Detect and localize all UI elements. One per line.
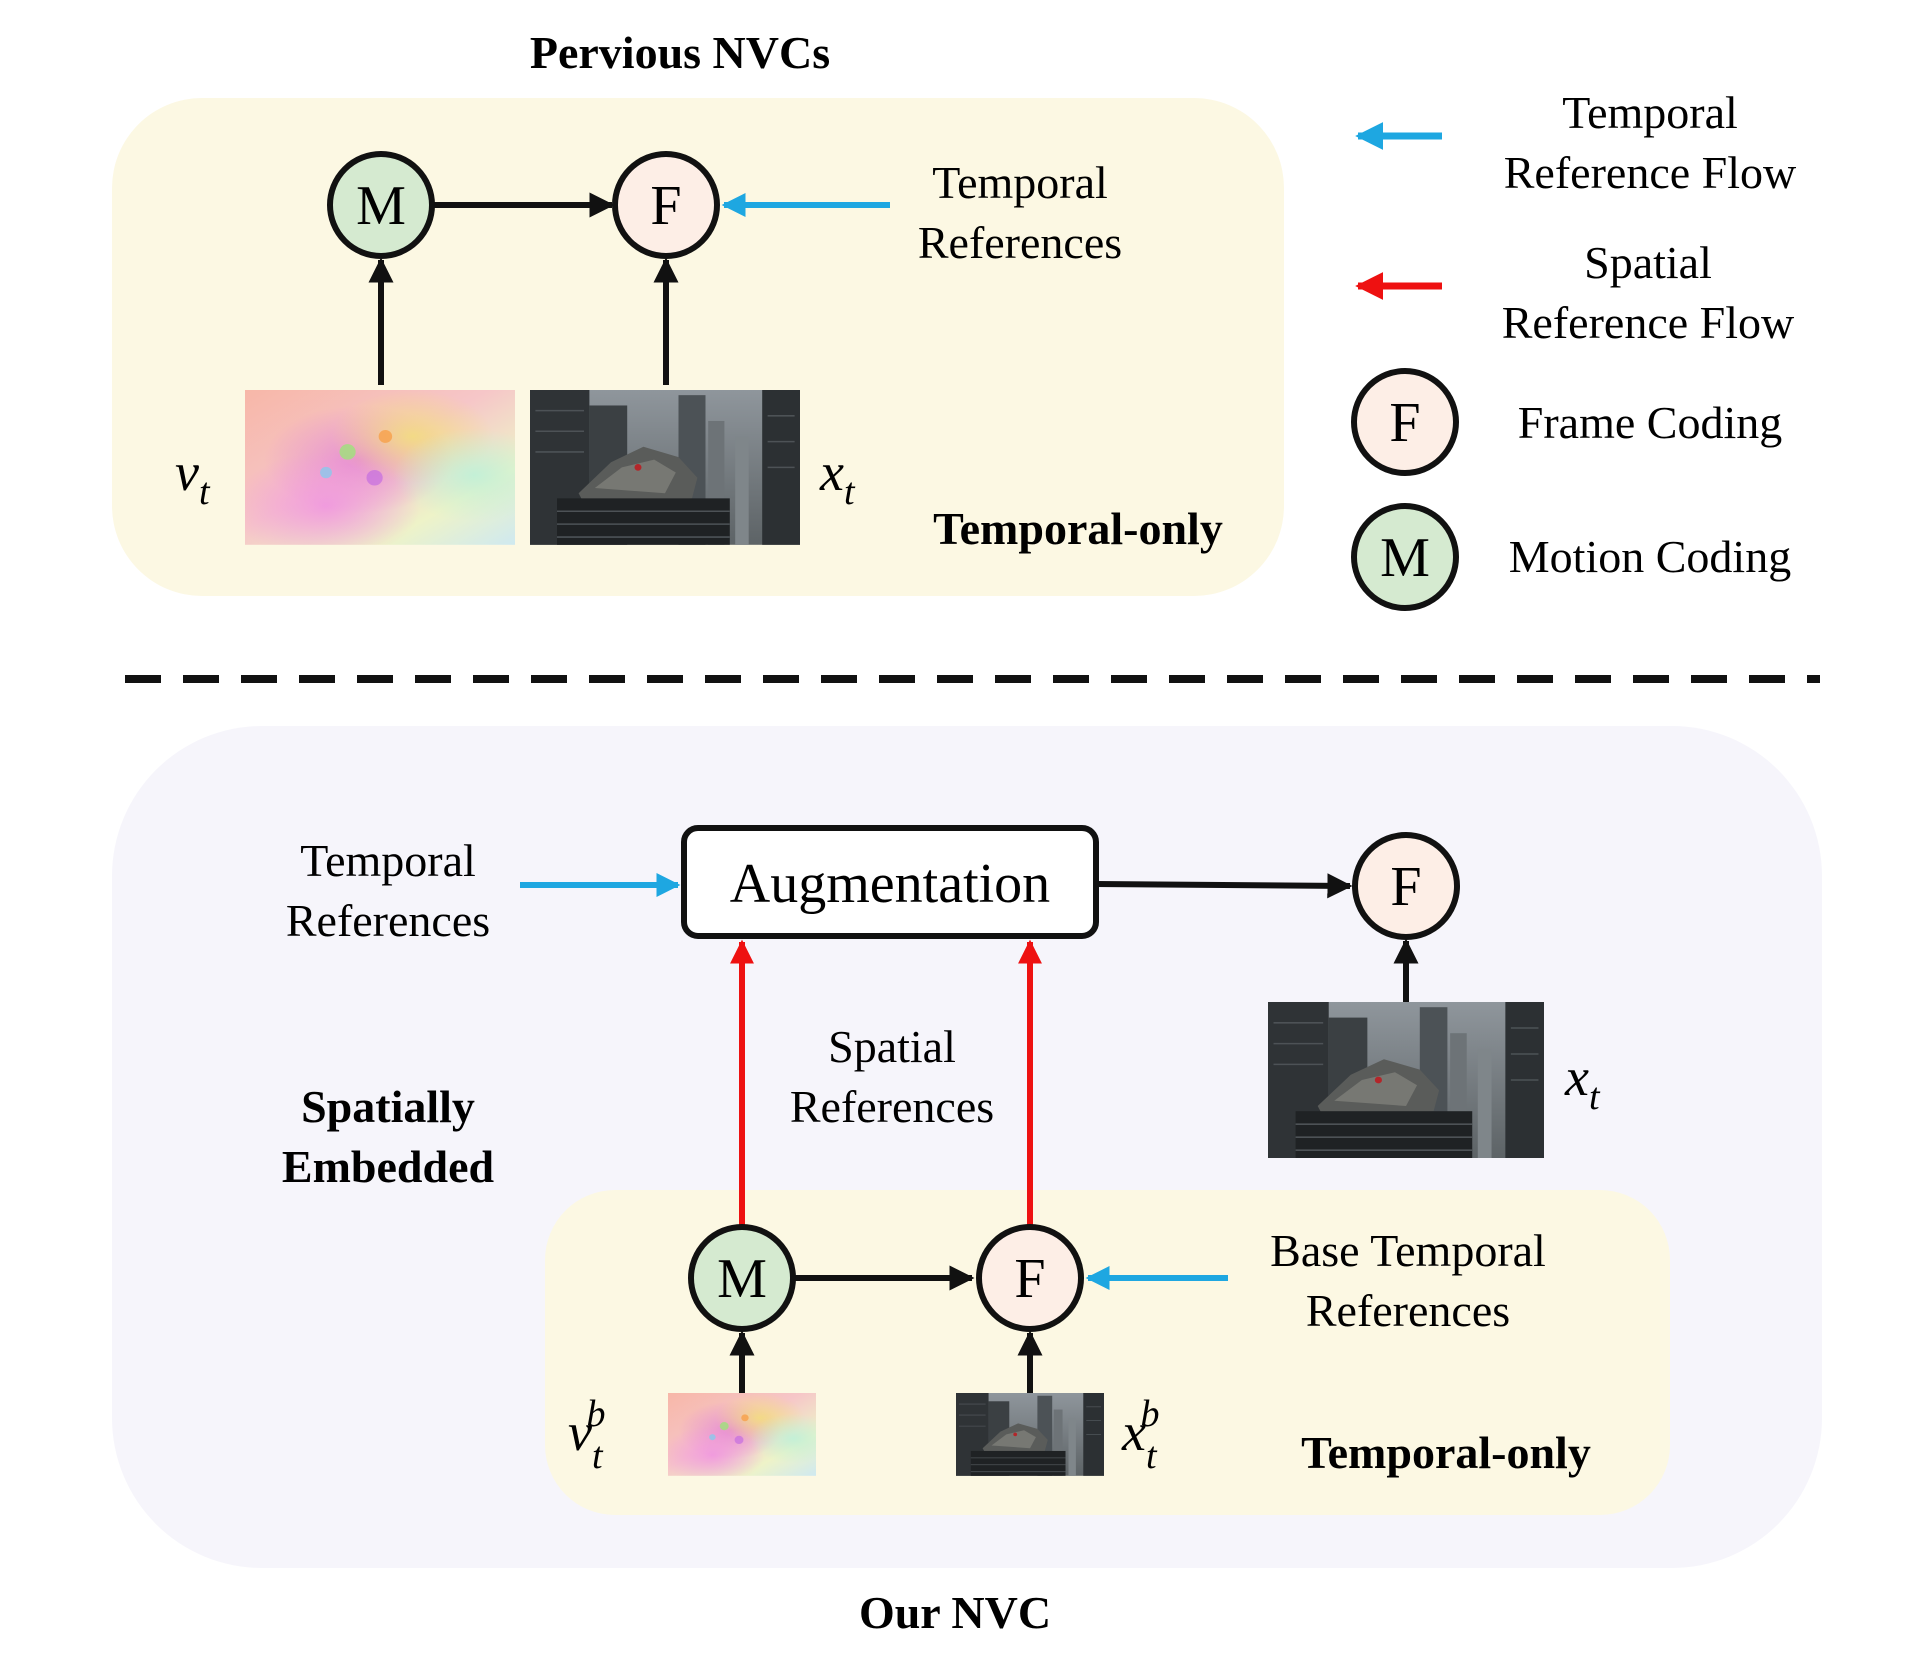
output-frame-coding-node: F [1352,832,1460,940]
label-v-t: vt [175,442,211,513]
label-v-t-b: vtb [568,1393,606,1477]
top-title: Pervious NVCs [530,27,830,78]
base-frame-coding-node: F [976,1224,1084,1332]
bottom-temporal-refs-line1: Temporal [300,835,476,886]
svg-text:F: F [1390,856,1421,918]
spatial-refs-line1: Spatial [828,1021,956,1072]
svg-text:F: F [1389,392,1420,454]
legend-motion-label: Motion Coding [1509,531,1791,582]
motion-coding-node: M [327,151,435,259]
current-frame-image [528,388,802,547]
inner-mode-label: Temporal-only [1301,1427,1591,1478]
frame-coding-node: F [612,151,720,259]
svg-text:M: M [1380,527,1430,589]
legend-motion-node: M [1351,503,1459,611]
temporal-refs-label-line2: References [918,217,1122,268]
legend-frame-label: Frame Coding [1518,397,1782,448]
base-frame-image [955,1392,1105,1477]
legend-frame-node: F [1351,368,1459,476]
arrow-aug-to-f [1095,873,1353,899]
base-motion-coding-node: M [688,1224,796,1332]
svg-text:M: M [717,1248,767,1310]
bottom-current-frame-image [1266,1000,1546,1160]
motion-vector-image [245,390,515,545]
bottom-label-x-t: xt [1564,1047,1601,1118]
augmentation-block: Augmentation [681,825,1099,939]
spatially-embedded-line2: Embedded [282,1141,495,1192]
temporal-refs-label-line1: Temporal [932,157,1108,208]
spatial-refs-line2: References [790,1081,994,1132]
bottom-title: Our NVC [859,1587,1051,1638]
svg-text:F: F [1014,1248,1045,1310]
svg-text:F: F [650,175,681,237]
legend-spatial-line1: Spatial [1584,237,1712,288]
base-temporal-refs-line2: References [1306,1285,1510,1336]
legend-temporal-line1: Temporal [1562,87,1738,138]
bottom-temporal-refs-line2: References [286,895,490,946]
legend-spatial-line2: Reference Flow [1502,297,1795,348]
label-x-t-b: xtb [1121,1393,1160,1477]
base-temporal-refs-line1: Base Temporal [1270,1225,1546,1276]
svg-text:Augmentation: Augmentation [730,853,1050,915]
svg-text:M: M [356,175,406,237]
legend-temporal-line2: Reference Flow [1504,147,1797,198]
base-motion-vector-image [668,1393,816,1476]
inner-temporal-panel [545,1190,1670,1515]
spatially-embedded-line1: Spatially [301,1081,475,1132]
label-x-t: xt [819,442,856,513]
top-mode-label: Temporal-only [933,503,1223,554]
